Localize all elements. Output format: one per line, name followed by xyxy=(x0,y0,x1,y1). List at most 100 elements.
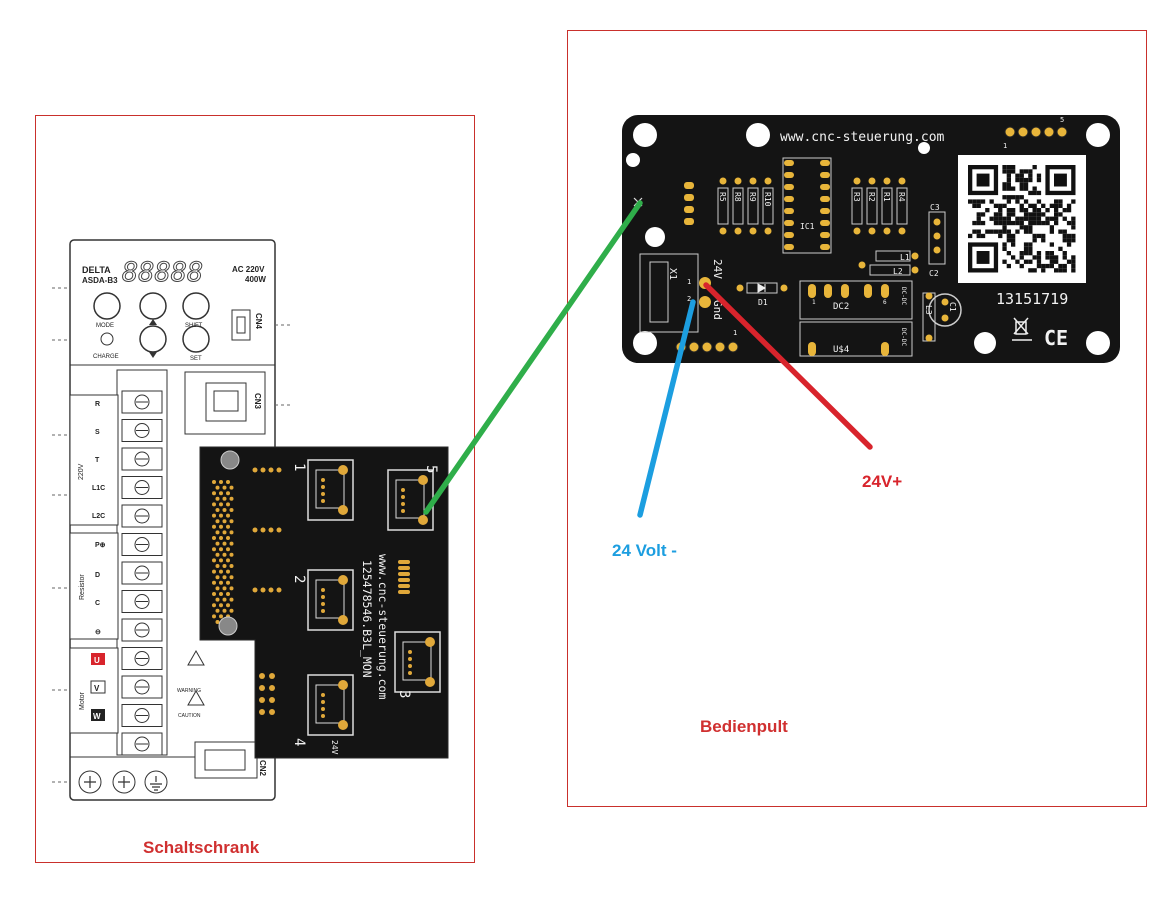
port-2-label: 2 xyxy=(291,575,307,583)
terminal-u: U xyxy=(94,656,100,665)
terminal-l1c: L1C xyxy=(92,485,105,492)
console-frame xyxy=(567,30,1147,807)
x1-label: X1 xyxy=(667,268,678,280)
charge-led xyxy=(100,332,114,346)
motor-label: Motor xyxy=(79,691,86,710)
l3-label: L3 xyxy=(924,305,933,315)
shift-button[interactable] xyxy=(182,292,210,320)
set-label: SET xyxy=(190,356,202,362)
x1-gnd-label: Gnd xyxy=(711,300,724,320)
rj45-port[interactable] xyxy=(307,459,354,521)
console-caption: Bedienpult xyxy=(700,717,788,736)
model-label: ASDA-B3 xyxy=(82,276,118,285)
wire-24v-negative xyxy=(637,299,696,518)
set-button[interactable] xyxy=(182,325,210,353)
caution-label: CAUTION xyxy=(178,713,201,719)
port-1-label: 1 xyxy=(291,463,307,471)
port-4-label: 4 xyxy=(291,738,307,746)
x1-24v-label: 24V xyxy=(711,259,724,279)
dc2-pin-1: 1 xyxy=(812,299,816,306)
terminal-s: S xyxy=(95,429,100,436)
shift-label: SHIFT xyxy=(185,323,203,329)
port-3-label: 3 xyxy=(396,690,412,698)
cabinet-caption: Schaltschrank xyxy=(143,838,260,857)
rating-power: 400W xyxy=(245,275,266,284)
resistor-label: R3 xyxy=(852,192,861,202)
terminal-w: W xyxy=(93,712,101,721)
console-board: www.cnc-steuerung.com 1 5 13151719 CE R5… xyxy=(622,115,1120,363)
rating-voltage: AC 220V xyxy=(232,265,265,274)
adapter-url: www.cnc-steuerung.com xyxy=(376,554,390,699)
terminal-v: V xyxy=(94,684,100,693)
x1-pin-1: 1 xyxy=(687,278,691,286)
down-button[interactable] xyxy=(139,325,167,353)
dc2-module xyxy=(799,280,913,320)
bottom-header-pin-1: 1 xyxy=(733,329,737,337)
cn2-label: CN2 xyxy=(258,760,267,777)
resistor-label: R9 xyxy=(748,192,757,202)
weee-icon xyxy=(1012,317,1032,341)
wire-24v-positive xyxy=(703,282,873,450)
mode-button[interactable] xyxy=(93,292,121,320)
resistor-label: R2 xyxy=(867,192,876,202)
adapter-24v-label: 24V xyxy=(330,740,339,755)
resistor-label: R4 xyxy=(897,192,906,202)
header-pin-5: 5 xyxy=(1060,116,1064,124)
serial-number: 13151719 xyxy=(996,290,1068,308)
c3-label: C3 xyxy=(930,203,940,212)
adapter-part-number: 125478546.B3L_MON xyxy=(360,560,374,678)
dc2-pin-6: 6 xyxy=(883,299,887,306)
connection-cable xyxy=(423,200,643,515)
l2-label: L2 xyxy=(893,267,903,276)
cn4-label: CN4 xyxy=(254,313,263,330)
dc2-type-label: DC-DC xyxy=(900,287,907,305)
rj45-port[interactable] xyxy=(307,674,354,736)
up-arrow-icon xyxy=(149,319,157,325)
dc2-label: DC2 xyxy=(833,302,849,312)
c2-label: C2 xyxy=(929,269,939,278)
cabinet-frame xyxy=(35,115,475,863)
terminal-l2c: L2C xyxy=(92,513,105,520)
cn3-label: CN3 xyxy=(253,393,262,410)
resistor-label: R5 xyxy=(718,192,727,202)
c1-label: C1 xyxy=(948,302,957,312)
seven-segment-display: 88888 xyxy=(122,257,203,288)
rj45-port[interactable] xyxy=(307,569,354,631)
resistor-label: Resistor xyxy=(79,574,86,600)
resistor-label: R1 xyxy=(882,192,891,202)
warning-label: WARNING xyxy=(177,688,201,694)
terminal-r: R xyxy=(95,401,100,408)
u4-type-label: DC-DC xyxy=(900,328,907,346)
brand-logo: DELTA xyxy=(82,265,111,275)
l1-label: L1 xyxy=(900,253,910,262)
terminal-c: C xyxy=(95,600,100,607)
charge-label: CHARGE xyxy=(93,354,119,360)
resistor-label: R10 xyxy=(763,192,772,207)
ic1 xyxy=(782,157,832,254)
header-pin-1: 1 xyxy=(1003,142,1007,150)
ic1-label: IC1 xyxy=(800,222,815,231)
negative-wire-label: 24 Volt - xyxy=(612,541,677,560)
u4-label: U$4 xyxy=(833,345,849,355)
x1-pin-2: 2 xyxy=(687,295,691,303)
rj45-port[interactable] xyxy=(394,631,441,693)
terminal-t: T xyxy=(95,457,100,464)
resistor-label: R8 xyxy=(733,192,742,202)
adapter-board: www.cnc-steuerung.com 125478546.B3L_MON … xyxy=(199,446,449,759)
x1-terminal xyxy=(639,253,699,333)
servo-drive: DELTA ASDA-B3 AC 220V 400W 88888 MODE SH… xyxy=(52,239,290,801)
port-5-label: 5 xyxy=(423,465,439,473)
power-group-label: 220V xyxy=(78,463,85,480)
d1-label: D1 xyxy=(758,298,768,307)
mode-label: MODE xyxy=(96,323,114,329)
console-url: www.cnc-steuerung.com xyxy=(780,130,945,145)
u4-module xyxy=(799,321,913,357)
terminal-neg: ⊖ xyxy=(95,629,101,636)
positive-wire-label: 24V+ xyxy=(862,472,903,491)
terminal-d: D xyxy=(95,572,100,579)
terminal-p: P⊕ xyxy=(95,542,106,549)
x1-pin-gnd xyxy=(699,296,711,308)
up-button[interactable] xyxy=(139,292,167,320)
ce-mark: CE xyxy=(1044,326,1068,350)
